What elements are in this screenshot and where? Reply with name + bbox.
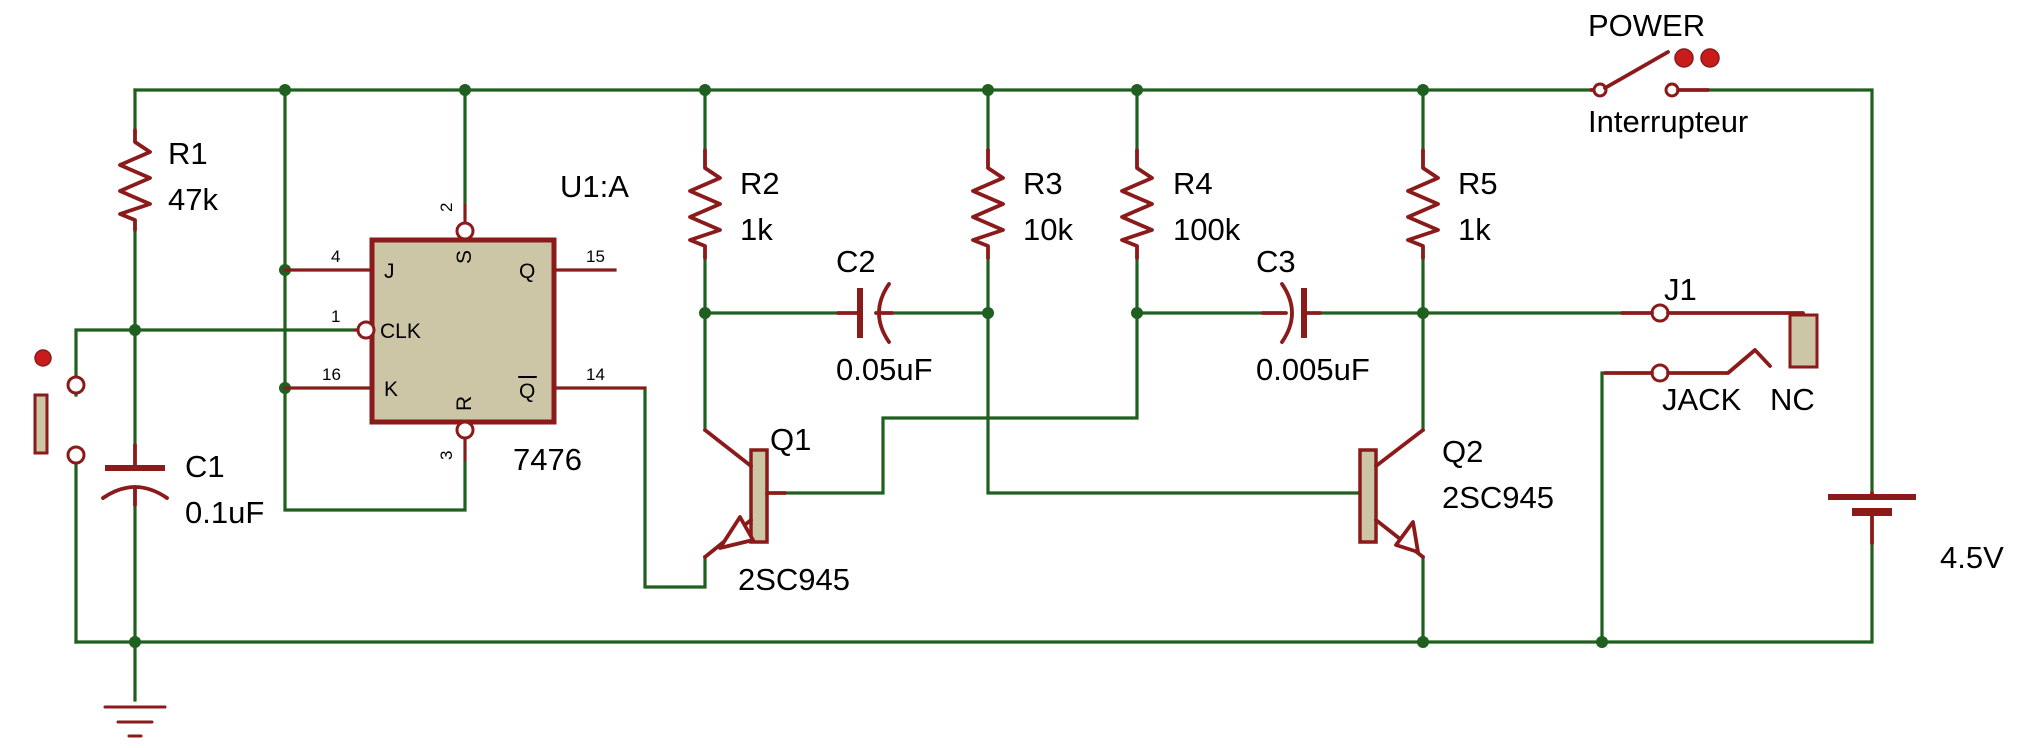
j1-value: NC — [1770, 382, 1815, 417]
c1-value: 0.1uF — [185, 495, 264, 530]
pin-number-clk: 1 — [331, 307, 340, 326]
pin-label-j: J — [384, 260, 395, 283]
r2-ref: R2 — [740, 166, 780, 201]
r1-value: 47k — [168, 182, 218, 217]
capacitor-c1: C1 0.1uF — [101, 443, 264, 530]
junction-dot — [1131, 84, 1143, 96]
r4-value: 100k — [1173, 212, 1241, 247]
pin-label-k: K — [384, 378, 398, 401]
jack-connector: J1 JACK NC — [1603, 272, 1819, 417]
junction-dot — [699, 84, 711, 96]
resistor-r1: R1 47k — [118, 128, 218, 232]
junction-dot — [1131, 307, 1143, 319]
u1-value: 7476 — [513, 442, 582, 477]
power-switch-ref: POWER — [1588, 8, 1705, 43]
junction-dot — [1417, 307, 1429, 319]
battery: 4.5V — [1828, 491, 2004, 575]
q1-ref: Q1 — [770, 422, 811, 457]
pin-number-qbar: 14 — [586, 365, 605, 384]
pin-label-q: Q — [519, 260, 535, 283]
pin-label-qbar: Q — [519, 380, 535, 403]
resistor-r2: R2 1k — [688, 148, 780, 260]
junction-dot — [129, 324, 141, 336]
capacitor-c2: C2 0.05uF — [836, 244, 933, 387]
pin-number-s: 2 — [437, 203, 456, 212]
c2-ref: C2 — [836, 244, 876, 279]
r2-value: 1k — [740, 212, 773, 247]
pin-label-r: R — [453, 396, 476, 411]
switch-marker-left — [1674, 48, 1694, 68]
wires — [74, 88, 1874, 702]
ic-7476-flip-flop: J CLK K Q Q S R 4 1 16 15 14 2 3 U1:A 74… — [283, 169, 647, 477]
u1-ref: U1:A — [560, 169, 629, 204]
j1-type: JACK — [1662, 382, 1742, 417]
junction-dot — [982, 84, 994, 96]
junction-dot — [699, 307, 711, 319]
push-button-marker — [34, 349, 52, 367]
switch-contact-left — [1592, 82, 1608, 98]
pin-label-clk: CLK — [380, 320, 421, 343]
junction-dot — [982, 307, 994, 319]
pin-number-j: 4 — [331, 247, 340, 266]
junction-dot — [459, 84, 471, 96]
resistor-r3: R3 10k — [971, 148, 1073, 260]
push-button — [33, 349, 86, 465]
capacitor-c3: C3 0.005uF — [1256, 244, 1370, 387]
r3-ref: R3 — [1023, 166, 1063, 201]
jack-tip-pin — [1650, 303, 1670, 323]
transistor-q2: Q2 2SC945 — [1358, 428, 1554, 559]
q2-value: 2SC945 — [1442, 480, 1554, 515]
reset-inversion-bubble — [455, 420, 475, 440]
r4-ref: R4 — [1173, 166, 1213, 201]
pin-number-r: 3 — [437, 451, 456, 460]
push-button-contact-top — [66, 375, 86, 395]
push-button-contact-bottom — [66, 445, 86, 465]
q1-value: 2SC945 — [738, 562, 850, 597]
j1-ref: J1 — [1664, 272, 1697, 307]
transistor-q1: Q1 2SC945 — [703, 422, 850, 597]
clk-inversion-bubble — [356, 320, 376, 340]
junction-dot — [129, 636, 141, 648]
junction-dot — [279, 84, 291, 96]
c3-ref: C3 — [1256, 244, 1296, 279]
r3-value: 10k — [1023, 212, 1073, 247]
resistor-r4: R4 100k — [1120, 148, 1241, 260]
junction-dot — [1596, 636, 1608, 648]
r5-ref: R5 — [1458, 166, 1498, 201]
battery-value: 4.5V — [1940, 540, 2004, 575]
c2-value: 0.05uF — [836, 352, 933, 387]
c3-value: 0.005uF — [1256, 352, 1370, 387]
pin-number-k: 16 — [322, 365, 341, 384]
junction-dots — [129, 84, 1608, 648]
jack-sleeve-pin — [1650, 363, 1670, 383]
r1-ref: R1 — [168, 136, 208, 171]
pin-number-q: 15 — [586, 247, 605, 266]
power-switch: POWER Interrupteur — [1588, 8, 1748, 139]
resistor-r5: R5 1k — [1406, 148, 1498, 260]
pin-label-s: S — [453, 250, 476, 264]
r5-value: 1k — [1458, 212, 1491, 247]
c1-ref: C1 — [185, 449, 225, 484]
set-inversion-bubble — [455, 221, 475, 241]
switch-marker-right — [1700, 48, 1720, 68]
junction-dot — [1417, 84, 1429, 96]
q2-ref: Q2 — [1442, 434, 1483, 469]
junction-dot — [1417, 636, 1429, 648]
power-switch-value: Interrupteur — [1588, 104, 1748, 139]
ground-symbol — [103, 705, 167, 738]
